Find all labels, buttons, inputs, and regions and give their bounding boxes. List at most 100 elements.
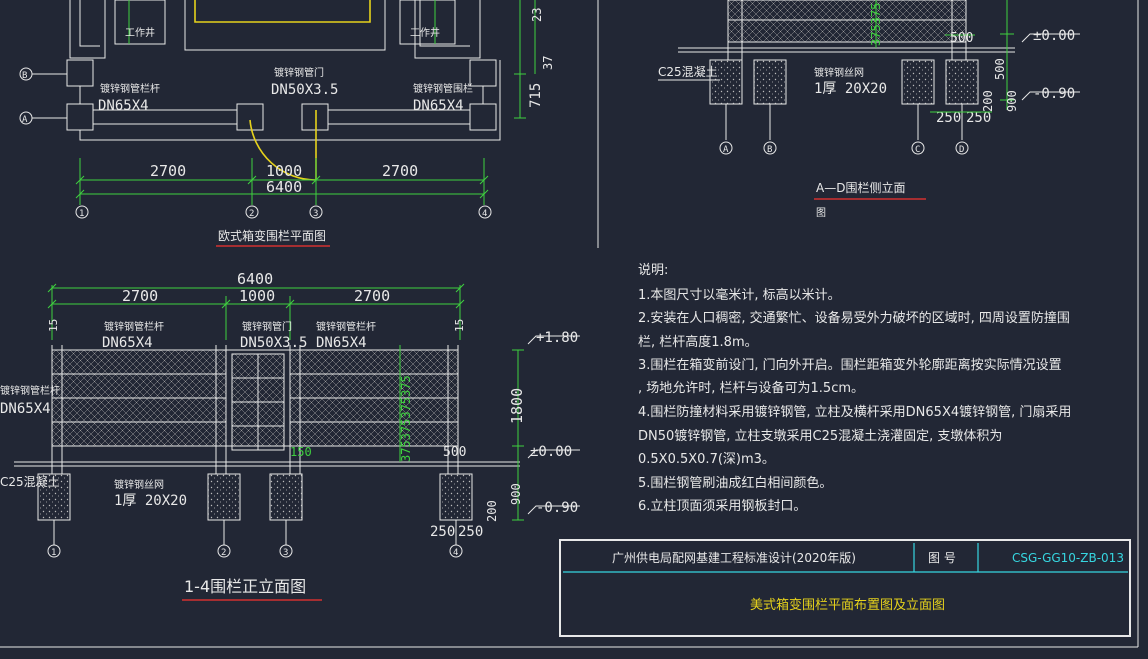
notes-line-1: 1.本图尺寸以毫米计, 标高以米计。 bbox=[638, 287, 841, 303]
title-block-no: CSG-GG10-ZB-013 bbox=[1012, 551, 1124, 565]
front-axis-2-label: 2 bbox=[221, 548, 226, 558]
plan-gate-label: 镀锌钢管门 bbox=[274, 66, 324, 79]
front-dim-900: 900 bbox=[509, 483, 523, 505]
title-block-grid bbox=[563, 543, 1128, 573]
plan-axis-3-label: 3 bbox=[313, 209, 318, 219]
notes-heading: 说明: bbox=[638, 263, 668, 278]
side-mesh-spec: 1厚 20X20 bbox=[814, 81, 887, 97]
front-view: 6400 2700 1000 2700 15 15 镀锌钢管栏杆 DN65X4 … bbox=[0, 270, 580, 601]
plan-side-dim bbox=[514, 0, 536, 119]
sheet-frame bbox=[0, 0, 1139, 648]
front-axis-3-label: 3 bbox=[283, 548, 288, 558]
title-block-frame bbox=[559, 539, 1131, 637]
front-rail-c-spec: DN65X4 bbox=[0, 401, 51, 417]
axis-leaders bbox=[32, 73, 67, 119]
side-level-marks bbox=[1021, 33, 1080, 101]
front-axis-1-label: 1 bbox=[51, 548, 56, 558]
front-gate-label: 镀锌钢管门 bbox=[242, 320, 292, 333]
front-rail-b-spec: DN65X4 bbox=[316, 335, 367, 351]
notes-line-7: DN50镀锌钢管, 立柱支墩采用C25混凝土浇灌固定, 支墩体积为 bbox=[638, 428, 1002, 444]
front-rail-a-label: 镀锌钢管栏杆 bbox=[104, 320, 164, 333]
side-footing-c bbox=[901, 59, 935, 105]
side-axis-a bbox=[719, 141, 733, 155]
side-axis-a-label: A bbox=[723, 145, 729, 155]
front-dim-15-left: 15 bbox=[47, 319, 60, 332]
side-mesh-label: 镀锌钢丝网 bbox=[814, 66, 864, 79]
title-block-org: 广州供电局配网基建工程标准设计(2020年版) bbox=[612, 550, 856, 565]
front-dim-250b: 250 bbox=[458, 524, 483, 540]
axis-a-label: A bbox=[22, 115, 28, 125]
front-dim-vert: 375375375375 bbox=[399, 375, 413, 462]
axis-b-label: B bbox=[22, 71, 27, 81]
side-dim-vert: 375375 bbox=[869, 3, 883, 46]
title-block-no-label: 图 号 bbox=[928, 551, 956, 565]
front-footing-2 bbox=[207, 473, 241, 521]
front-dim-250a: 250 bbox=[430, 524, 455, 540]
plan-dim-1000: 1000 bbox=[266, 162, 302, 180]
side-axis-d bbox=[955, 141, 969, 155]
plan-axis-1 bbox=[75, 205, 89, 219]
plan-well-right bbox=[399, 0, 456, 45]
side-mesh bbox=[727, 0, 967, 43]
front-view-title: 1-4围栏正立面图 bbox=[184, 577, 306, 596]
front-axis-3 bbox=[279, 544, 293, 558]
plan-transformer bbox=[194, 0, 371, 23]
front-dim-6400: 6400 bbox=[237, 270, 273, 288]
plan-box bbox=[184, 0, 386, 51]
plan-post-a-left bbox=[66, 103, 94, 131]
plan-dim-37: 37 bbox=[541, 56, 555, 70]
side-axis-d-label: D bbox=[959, 145, 964, 155]
side-axis-leaders bbox=[725, 104, 963, 140]
plan-wall-left bbox=[69, 0, 106, 59]
front-dim-500: 500 bbox=[443, 445, 466, 460]
front-axis-1 bbox=[47, 544, 61, 558]
plan-dim-2700-right: 2700 bbox=[382, 162, 418, 180]
side-dim-200: 200 bbox=[981, 90, 995, 112]
plan-dim-23: 23 bbox=[530, 8, 544, 22]
side-footing-b bbox=[753, 59, 787, 105]
plan-rail-left-spec: DN65X4 bbox=[98, 98, 149, 114]
side-view-title-suffix: 图 bbox=[816, 207, 826, 219]
side-dim-900: 900 bbox=[1005, 90, 1019, 112]
plan-dim-lines bbox=[75, 158, 489, 205]
plan-fence-lines bbox=[79, 60, 501, 141]
title-block-title: 美式箱变围栏平面布置图及立面图 bbox=[750, 597, 945, 613]
well-left-label: 工作井 bbox=[125, 26, 155, 39]
front-dim-1000: 1000 bbox=[239, 287, 275, 305]
plan-rail-right-label: 镀锌钢管围栏 bbox=[413, 82, 473, 95]
side-footing-d bbox=[945, 59, 979, 105]
well-right-label: 工作井 bbox=[410, 26, 440, 39]
plan-dim-2700-left: 2700 bbox=[150, 162, 186, 180]
plan-gate-spec: DN50X3.5 bbox=[271, 82, 338, 98]
plan-dim-6400: 6400 bbox=[266, 178, 302, 196]
side-axis-b-label: B bbox=[767, 145, 772, 155]
side-ground bbox=[678, 47, 1015, 53]
front-axis-4 bbox=[449, 544, 463, 558]
front-dim-150: 150 bbox=[290, 445, 312, 459]
side-axis-c bbox=[911, 141, 925, 155]
notes-line-4: 3.围栏在箱变前设门, 门向外开启。围栏距箱变外轮廓距离按实际情况设置 bbox=[638, 357, 1062, 373]
plan-well-left bbox=[114, 0, 166, 45]
front-level-0: ±0.00 bbox=[530, 444, 572, 460]
plan-rail-right-spec: DN65X4 bbox=[413, 98, 464, 114]
front-footing-4 bbox=[439, 473, 473, 521]
side-view: 375375 500 200 500 900 250 250 ±0.00 -0.… bbox=[658, 0, 1080, 219]
plan-post-b-right bbox=[469, 59, 497, 87]
front-dim-200: 200 bbox=[485, 500, 499, 522]
plan-post-b-left bbox=[66, 59, 94, 87]
front-mesh-label: 镀锌钢丝网 bbox=[114, 478, 164, 491]
plan-post-3 bbox=[301, 103, 329, 131]
front-mesh-spec: 1厚 20X20 bbox=[114, 493, 187, 509]
front-dim-2700-right: 2700 bbox=[354, 287, 390, 305]
front-top-dims bbox=[47, 283, 465, 340]
notes-line-6: 4.围栏防撞材料采用镀锌钢管, 立柱及横杆采用DN65X4镀锌钢管, 门扇采用 bbox=[638, 404, 1071, 420]
front-rail-a-spec: DN65X4 bbox=[102, 335, 153, 351]
notes-line-5: , 场地允许时, 栏杆与设备可为1.5cm。 bbox=[638, 380, 864, 396]
front-axis-4-label: 4 bbox=[453, 548, 458, 558]
side-axis-c-label: C bbox=[915, 145, 920, 155]
plan-well-axis bbox=[128, 0, 436, 44]
front-dim-2700-left: 2700 bbox=[122, 287, 158, 305]
plan-axis-1-label: 1 bbox=[79, 209, 84, 219]
plan-axis-4 bbox=[478, 205, 492, 219]
